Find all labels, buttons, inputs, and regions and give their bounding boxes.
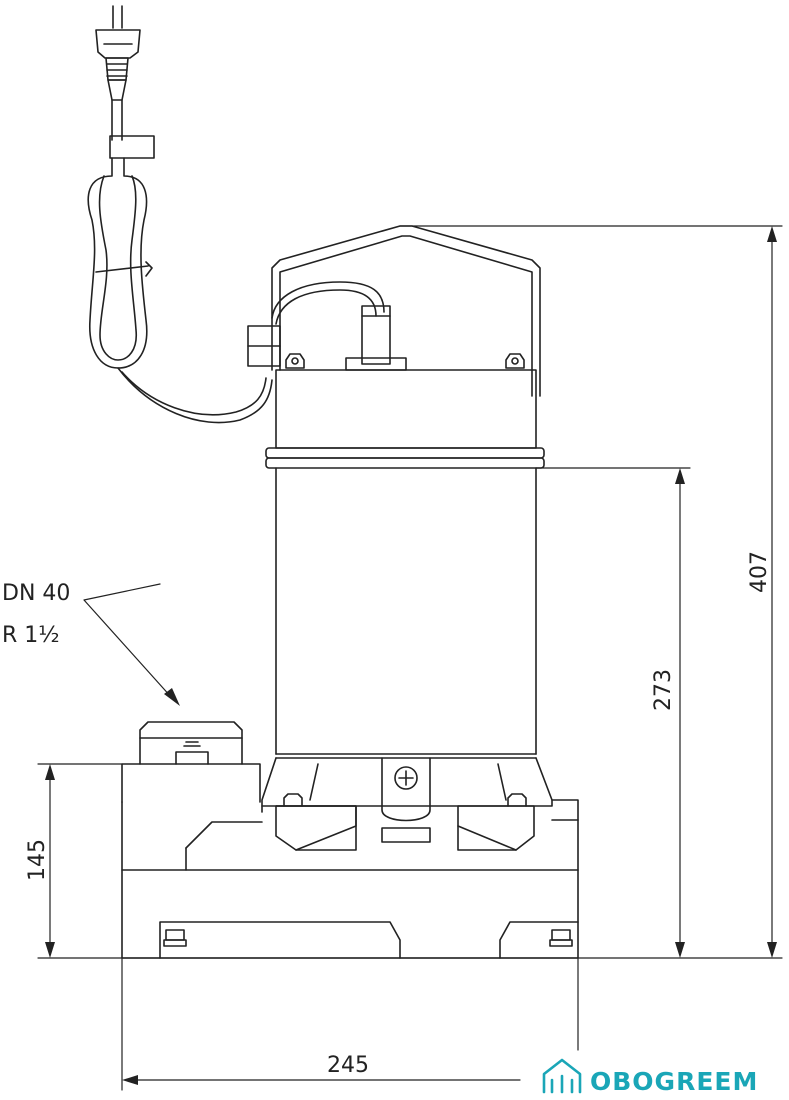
cable-gland: [345, 305, 407, 371]
handle-clamp: [247, 325, 281, 367]
arrow-heads: [45, 226, 777, 1085]
dimension-overall-height: 407: [747, 551, 772, 593]
coiled-cable: [87, 157, 385, 424]
house-icon: [542, 1058, 582, 1094]
outlet-size-label: DN 40: [2, 581, 70, 606]
outlet-connection: [121, 721, 261, 803]
motor-head: [265, 369, 545, 469]
dimension-base-height: 145: [25, 839, 50, 881]
motor-housing: [275, 467, 537, 759]
cover-bolts: [285, 353, 525, 369]
pump-base: [121, 757, 579, 959]
dimension-lines: [37, 225, 783, 1091]
brand-logo: OBOGREEM: [542, 1058, 758, 1096]
dimension-width: 245: [327, 1053, 369, 1078]
power-plug: [95, 5, 155, 159]
brand-name: OBOGREEM: [590, 1067, 758, 1096]
dimension-body-height: 273: [651, 669, 676, 711]
outlet-thread-label: R 1½: [2, 623, 60, 648]
